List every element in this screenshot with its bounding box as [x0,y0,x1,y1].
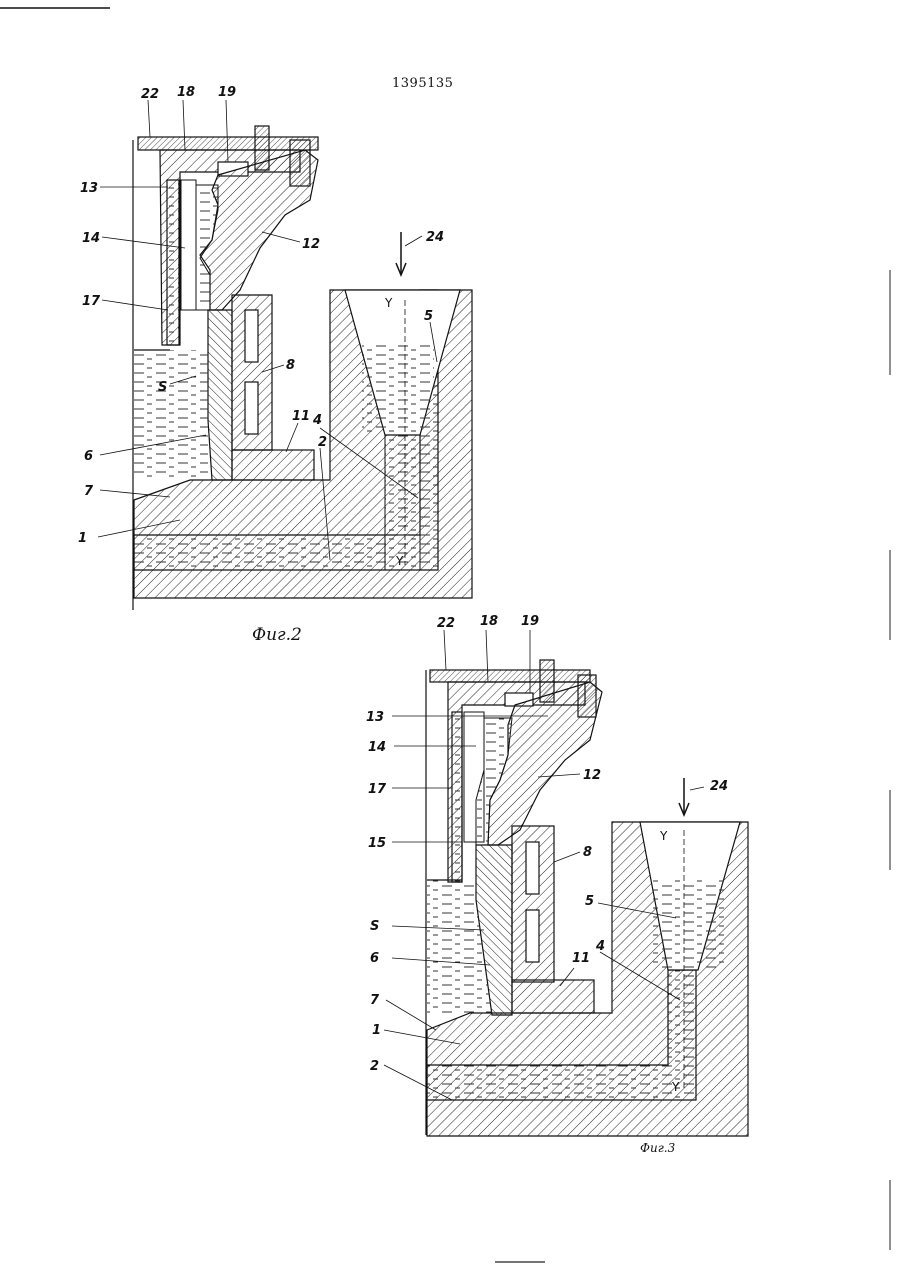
fig3-label-4: 4 [595,939,605,954]
fig3-caption: Фиг.3 [640,1141,676,1155]
fig2-label-22: 22 [141,87,159,102]
figure-3-drawing [384,630,748,1136]
figure-2-drawing [98,100,472,610]
fig2-label-y-bottom: Y [395,554,404,568]
fig3-label-y-top: Y [659,829,668,843]
fig2-label-1: 1 [78,531,87,546]
fig3-label-7: 7 [370,993,380,1008]
fig3-label-11: 11 [572,951,590,966]
fig2-label-2: 2 [318,435,327,450]
fig2-label-17: 17 [82,294,101,309]
fig2-label-24: 24 [426,230,444,245]
fig2-label-13: 13 [80,181,98,196]
fig3-label-17: 17 [368,782,387,797]
fig2-label-7: 7 [84,484,94,499]
fig2-label-19: 19 [218,85,236,100]
fig2-label-6: 6 [84,449,93,464]
fig3-label-22: 22 [437,616,455,631]
fig2-label-5: 5 [424,309,433,324]
fig2-label-y-top: Y [384,296,393,310]
fig3-label-19: 19 [521,614,539,629]
fig3-label-6: 6 [370,951,379,966]
fig2-label-s: S [158,380,167,395]
fig3-label-18: 18 [480,614,498,629]
fig2-label-18: 18 [177,85,195,100]
fig3-label-1: 1 [372,1023,381,1038]
fig3-label-8: 8 [583,845,592,860]
fig3-label-5: 5 [585,894,594,909]
fig2-label-14: 14 [82,231,100,246]
fig3-label-24: 24 [710,779,728,794]
fig3-label-s: S [370,919,379,934]
fig3-label-14: 14 [368,740,386,755]
fig3-label-y-bottom: Y [671,1080,680,1094]
fig2-label-11: 11 [292,409,310,424]
fig2-label-4: 4 [312,413,322,428]
fig3-label-12: 12 [583,768,601,783]
fig3-label-13: 13 [366,710,384,725]
fig2-label-8: 8 [286,358,295,373]
fig3-label-15: 15 [368,836,386,851]
fig3-label-2: 2 [370,1059,379,1074]
fig2-label-12: 12 [302,237,320,252]
fig2-caption: Фиг.2 [252,625,302,645]
